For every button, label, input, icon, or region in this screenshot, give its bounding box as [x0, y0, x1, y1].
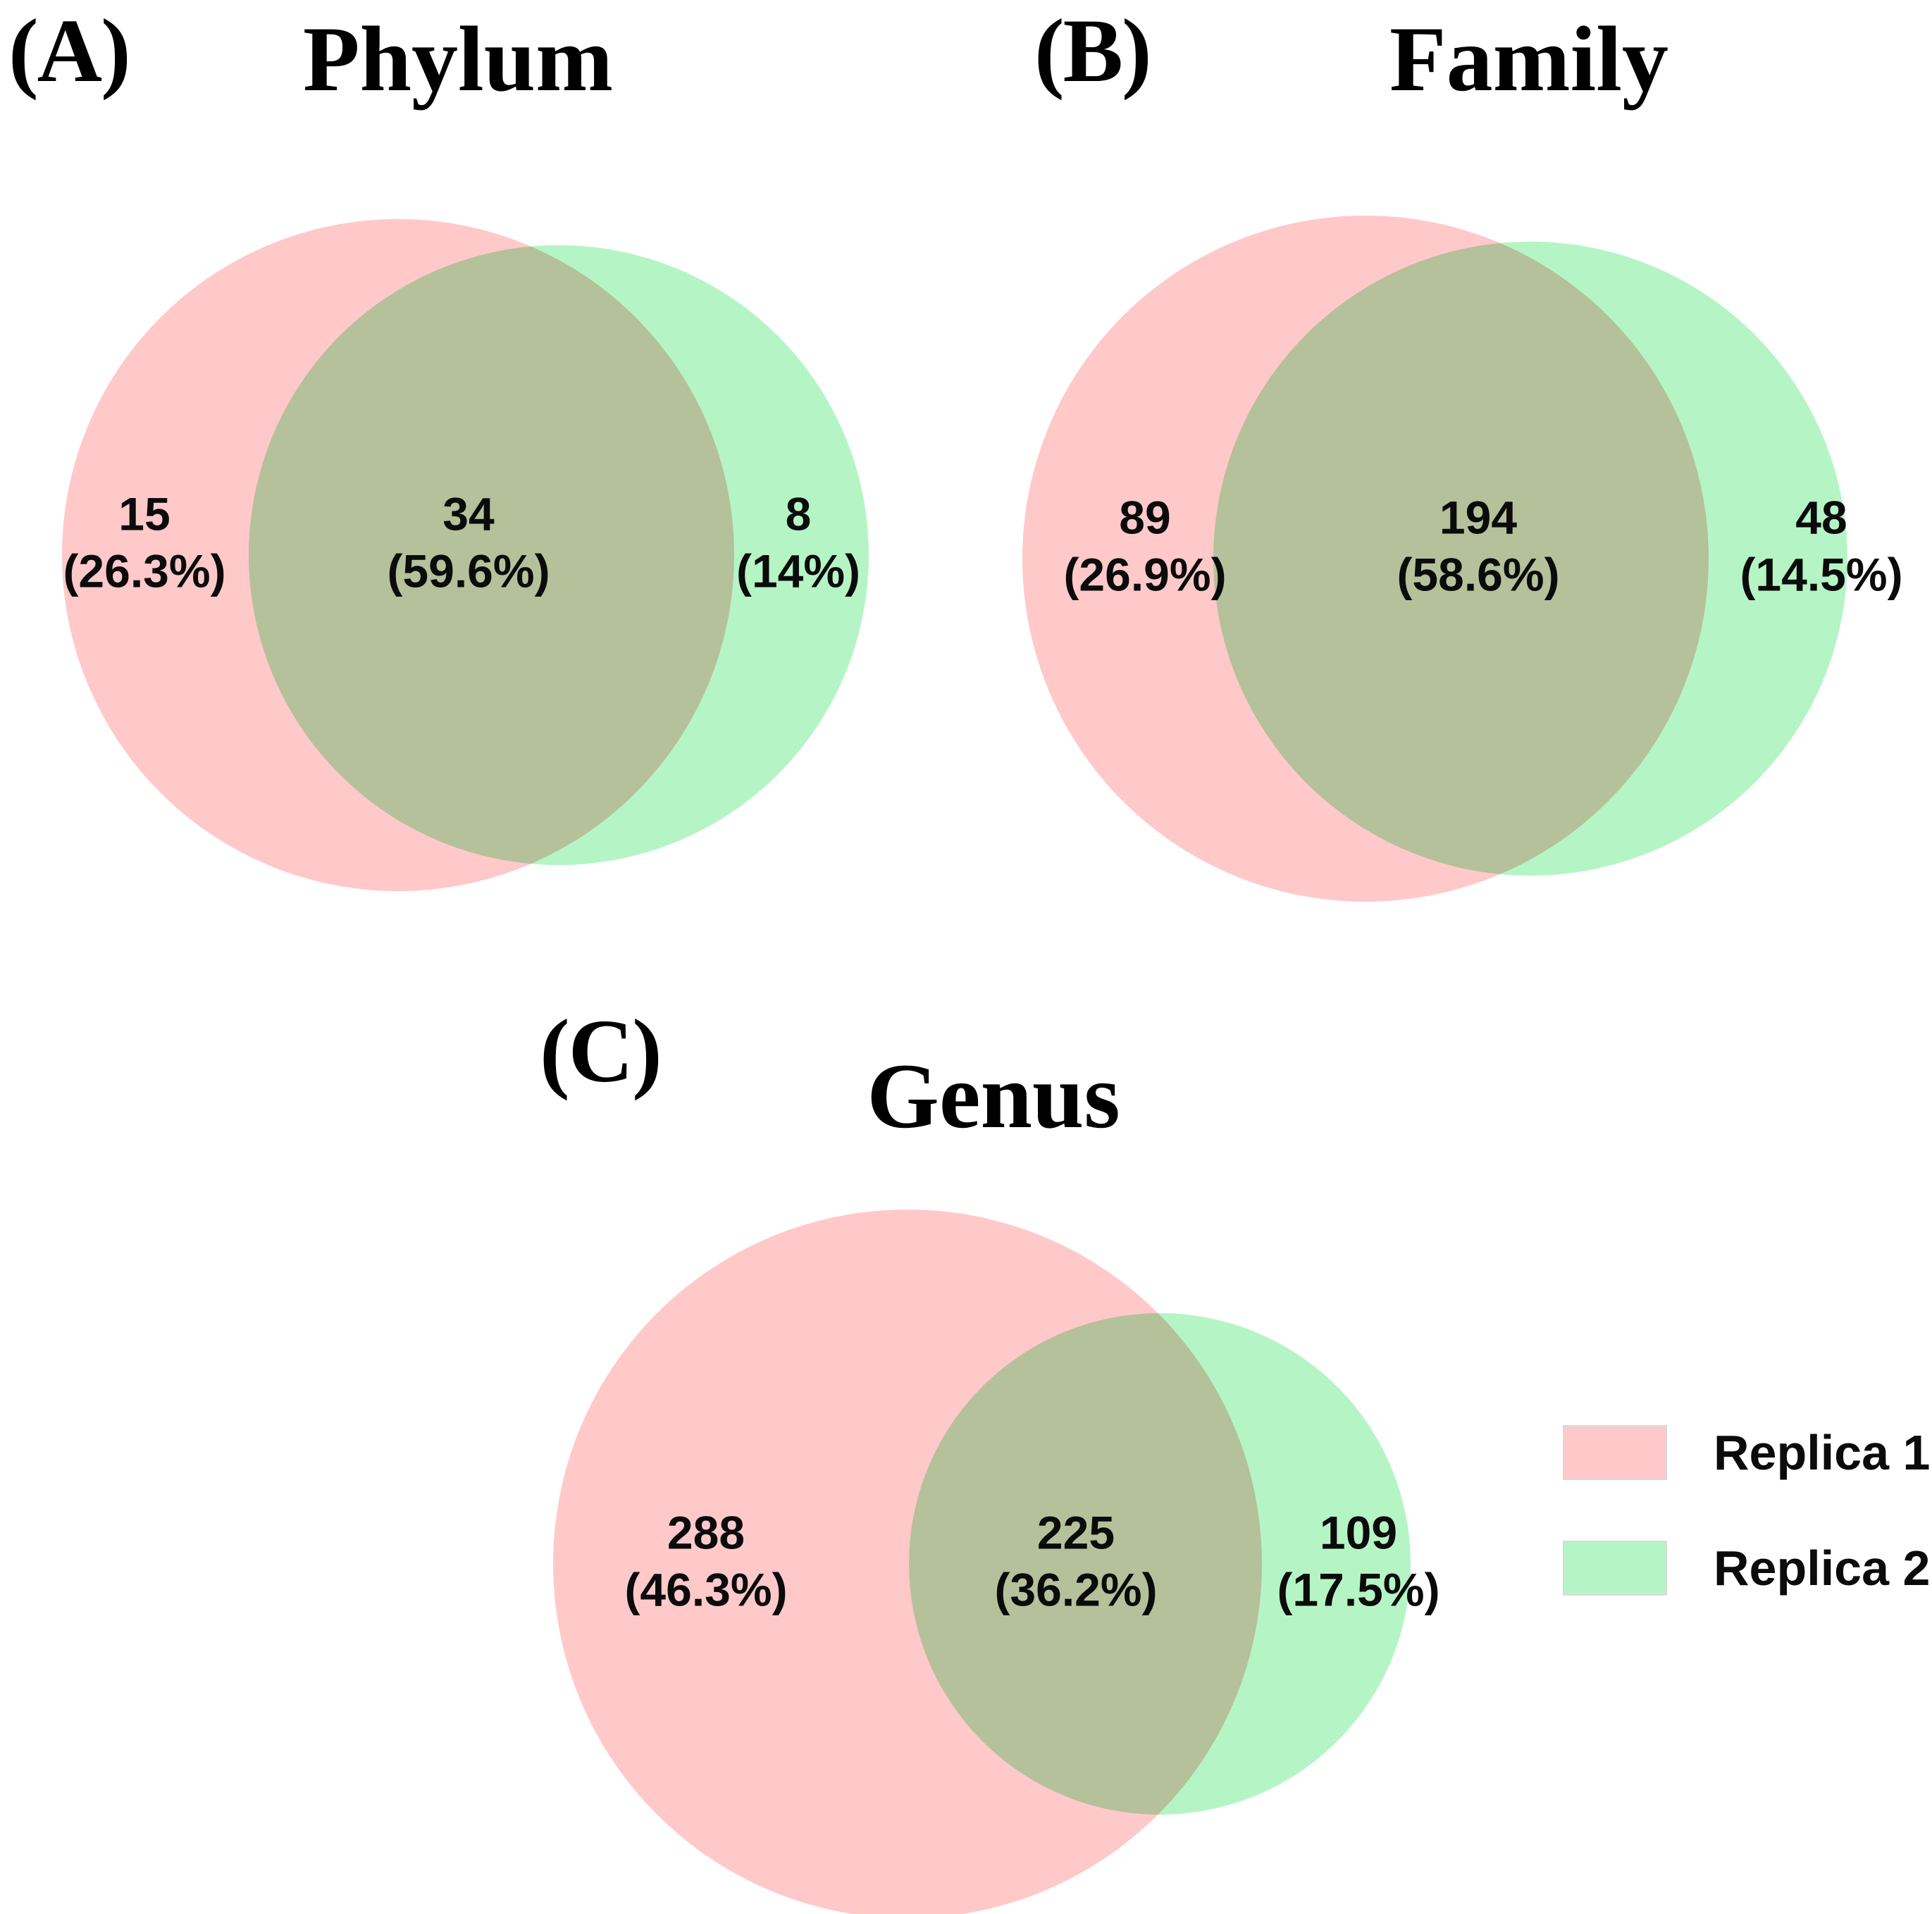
panel-a-circle-replica2 — [249, 245, 869, 865]
legend-label-replica-1: Replica 1 — [1714, 1425, 1931, 1480]
panel-c-left-label: 288 (46.3%) — [624, 1504, 787, 1617]
panel-a-left-label: 15 (26.3%) — [63, 485, 225, 599]
panel-a-title: Phylum — [302, 7, 614, 111]
panel-c-venn-svg — [553, 1210, 1411, 1914]
panel-a-right-count: 8 — [785, 487, 812, 540]
panel-b-title: Family — [1389, 7, 1668, 111]
panel-b-center-label: 194 (58.6%) — [1397, 489, 1559, 602]
panel-c-center-percent: (36.2%) — [994, 1563, 1158, 1615]
panel-b-circle-replica2 — [1213, 242, 1847, 876]
panel-c-center-count: 225 — [1036, 1506, 1115, 1559]
legend: Replica 1 Replica 2 — [1563, 1415, 1930, 1646]
panel-b-right-count: 48 — [1795, 491, 1847, 544]
panel-c-right-count: 109 — [1319, 1506, 1398, 1559]
panel-a-right-label: 8 (14%) — [736, 485, 860, 599]
panel-b-venn — [1001, 204, 1881, 923]
legend-item-replica-1: Replica 1 — [1563, 1415, 1930, 1491]
panel-c-letter: (C) — [540, 1001, 662, 1101]
panel-c-center-label: 225 (36.2%) — [994, 1504, 1157, 1617]
panel-b-left-count: 89 — [1119, 491, 1171, 544]
panel-a-left-percent: (26.3%) — [63, 545, 226, 597]
panel-c-left-percent: (46.3%) — [624, 1563, 788, 1615]
legend-label-replica-2: Replica 2 — [1714, 1541, 1931, 1596]
panel-b-right-percent: (14.5%) — [1740, 548, 1903, 600]
replica-1-swatch — [1563, 1425, 1667, 1480]
panel-c-right-label: 109 (17.5%) — [1277, 1504, 1439, 1617]
panel-b-left-percent: (26.9%) — [1063, 548, 1227, 600]
panel-c-title: Genus — [867, 1044, 1120, 1148]
panel-b-right-label: 48 (14.5%) — [1740, 489, 1902, 602]
panel-b-venn-svg — [1022, 216, 1847, 902]
panel-a-center-count: 34 — [442, 487, 495, 540]
panel-a-letter: (A) — [8, 1, 131, 101]
replica-2-swatch — [1563, 1541, 1667, 1596]
panel-a-center-label: 34 (59.6%) — [387, 485, 550, 599]
panel-c-venn — [535, 1210, 1430, 1914]
panel-a-center-percent: (59.6%) — [387, 545, 550, 597]
panel-b-center-count: 194 — [1439, 491, 1518, 544]
panel-b-center-percent: (58.6%) — [1397, 548, 1560, 600]
panel-a-venn — [42, 204, 909, 916]
panel-b-letter: (B) — [1034, 1, 1152, 101]
panel-c-circle-replica2 — [909, 1313, 1411, 1815]
panel-c-right-percent: (17.5%) — [1277, 1563, 1440, 1615]
panel-a-venn-svg — [62, 219, 869, 891]
panel-a-right-percent: (14%) — [736, 545, 861, 597]
legend-item-replica-2: Replica 2 — [1563, 1530, 1930, 1606]
panel-c-left-count: 288 — [667, 1506, 745, 1559]
panel-b-left-label: 89 (26.9%) — [1063, 489, 1226, 602]
panel-a-left-count: 15 — [118, 487, 171, 540]
